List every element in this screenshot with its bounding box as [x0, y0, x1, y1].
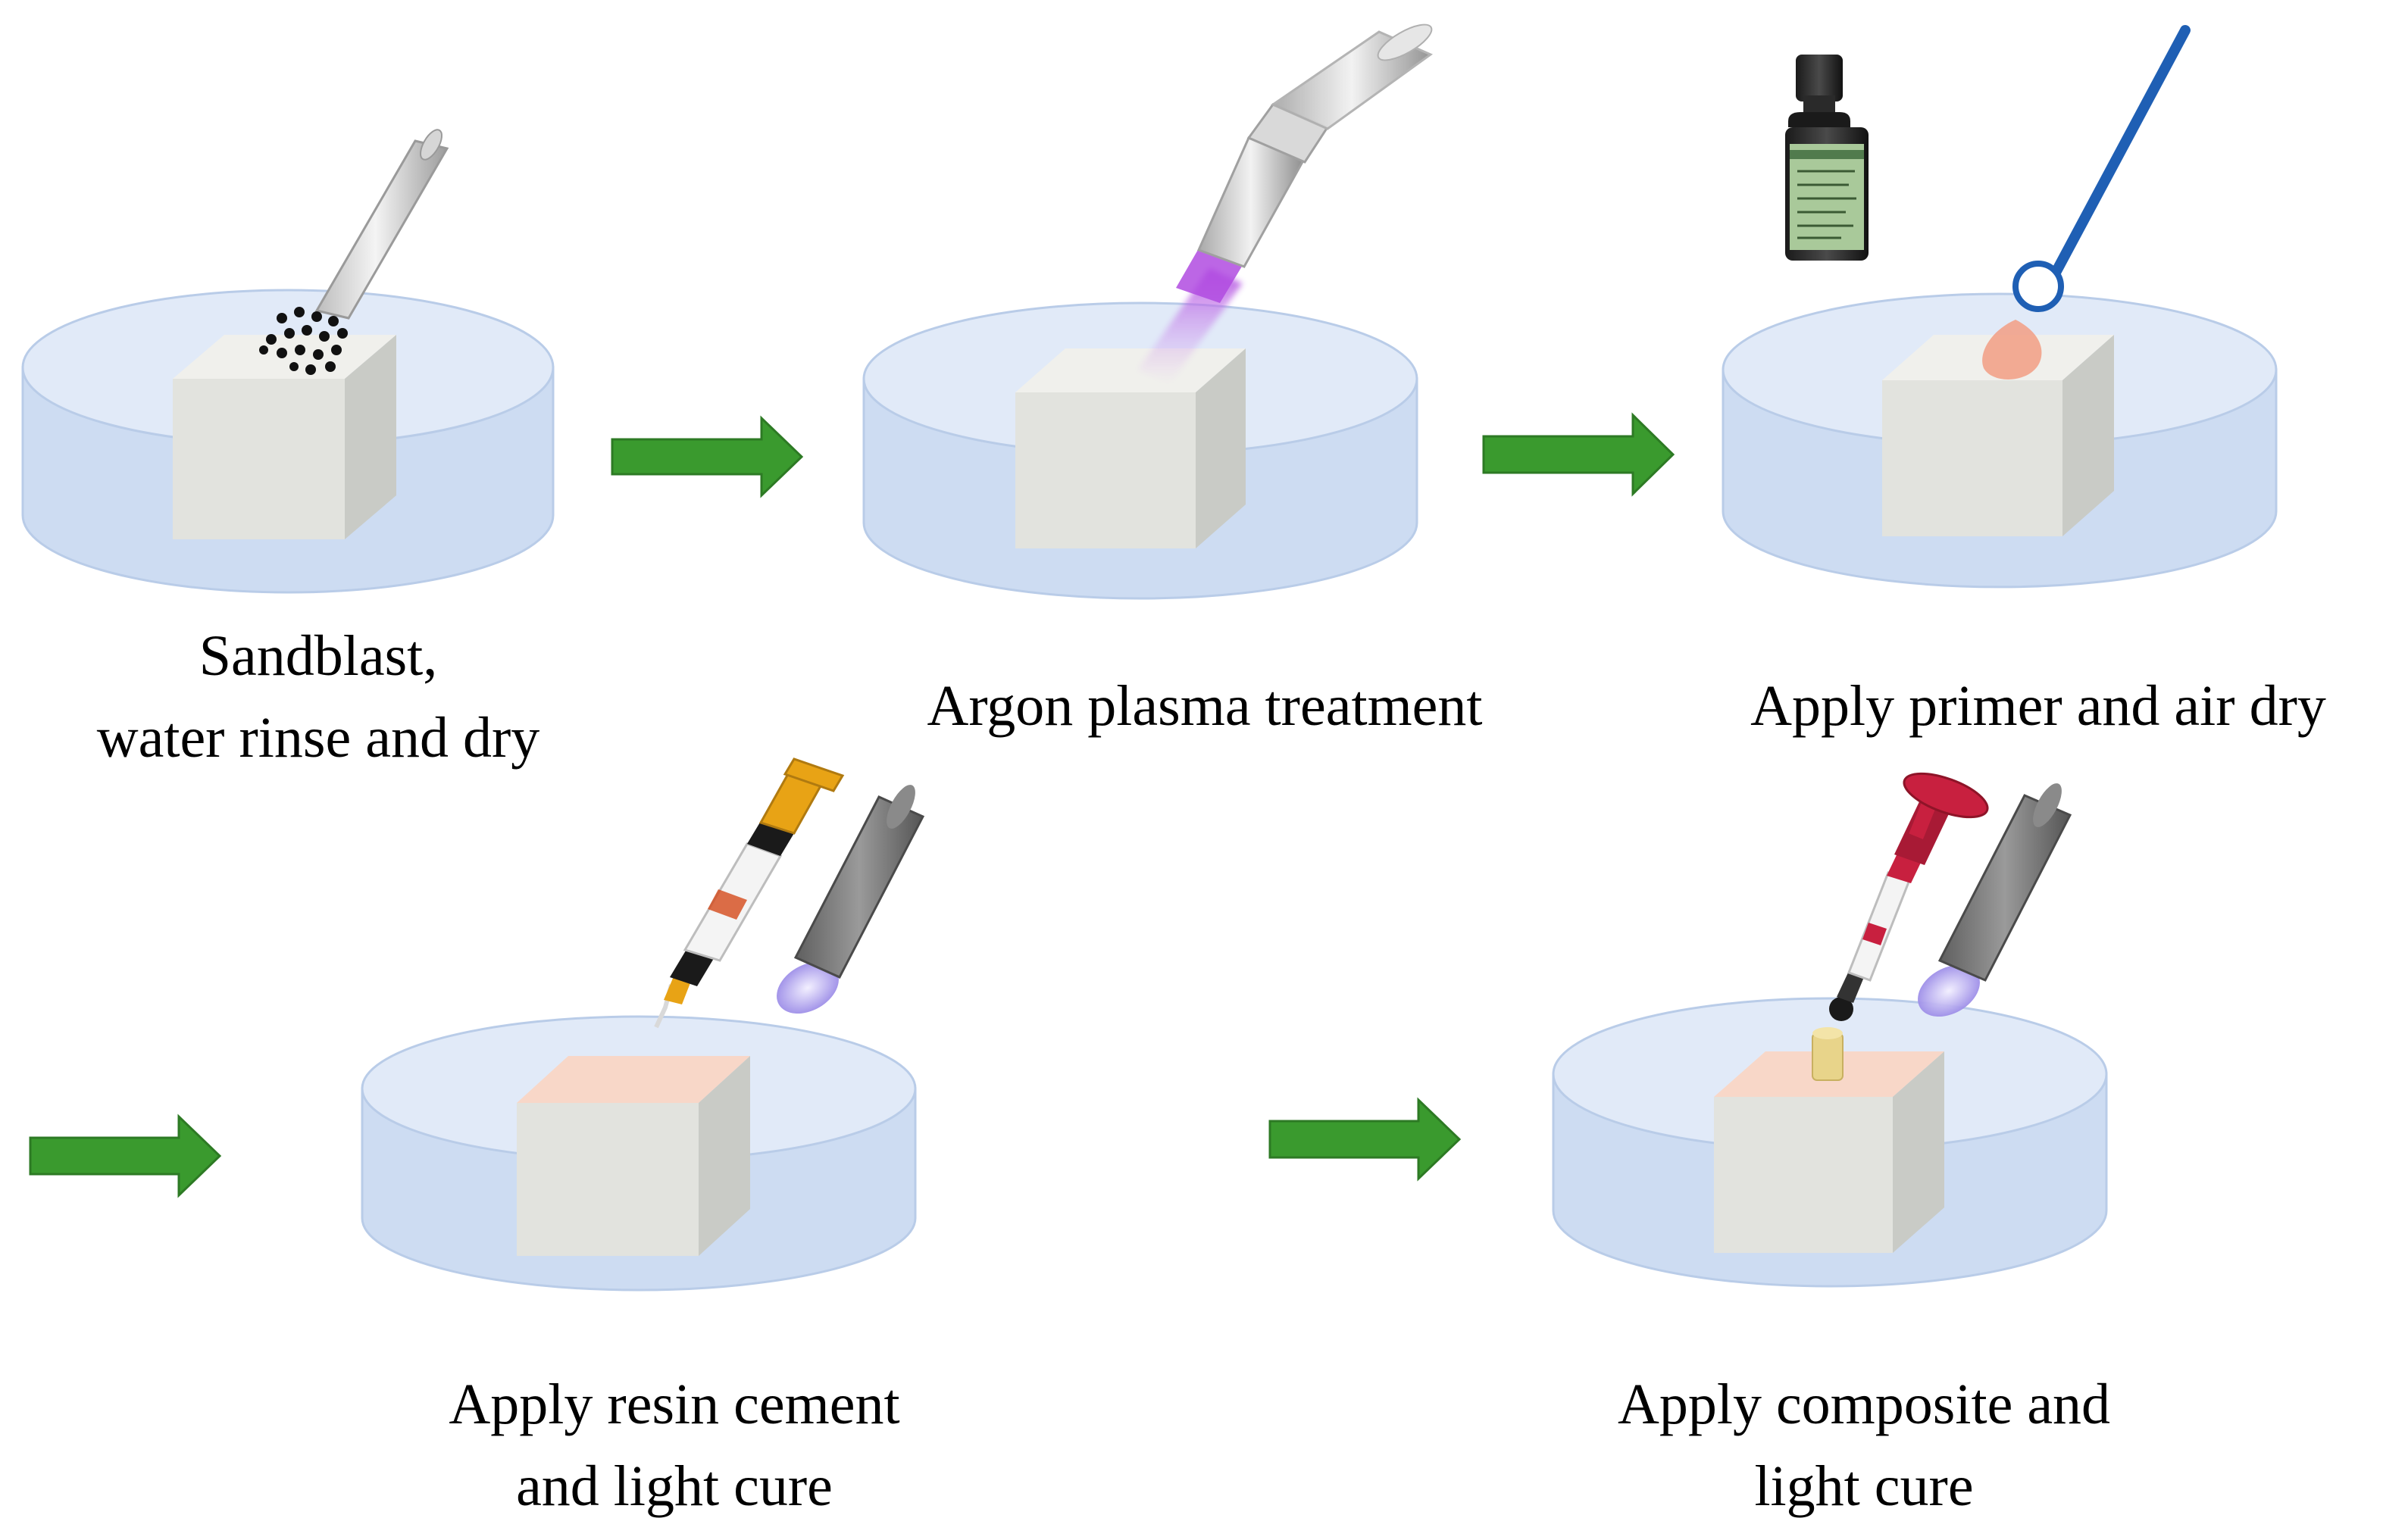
curing-light-icon: [777, 785, 925, 1014]
sandblast-nozzle-icon: [314, 129, 449, 320]
step-plasma-label: Argon plasma treatment: [841, 665, 1568, 747]
step-sandblast-scene: [21, 129, 555, 594]
composite-syringe-icon: [1829, 772, 1989, 1021]
plasma-torch-icon: [1138, 23, 1434, 383]
label-line: Apply primer and air dry: [1750, 674, 2326, 738]
arrow-right-icon: [1268, 1097, 1462, 1182]
step-composite-scene: [1552, 772, 2108, 1288]
applicator-brush-icon: [2012, 25, 2191, 312]
step-plasma-scene: [862, 23, 1434, 600]
curing-light-icon: [1918, 783, 2072, 1017]
label-line: Argon plasma treatment: [927, 674, 1483, 738]
label-line: Apply resin cement: [449, 1373, 900, 1436]
zirconia-block: [1015, 348, 1246, 548]
arrow-right-icon: [29, 1114, 222, 1198]
cement-syringe-icon: [654, 758, 845, 1029]
step-composite-label: Apply composite and light cure: [1508, 1364, 2220, 1527]
zirconia-block: [1882, 335, 2114, 536]
primer-bottle-icon: [1785, 55, 1869, 261]
step-sandblast-label: Sandblast, water rinse and dry: [23, 615, 614, 779]
specimen-dish: [1722, 292, 2278, 589]
label-line: Sandblast,: [199, 624, 438, 688]
step-resin-cement-label: Apply resin cement and light cure: [349, 1364, 1000, 1527]
label-line: light cure: [1754, 1454, 1974, 1518]
label-line: water rinse and dry: [96, 706, 540, 770]
zirconia-block: [173, 335, 396, 539]
arrow-right-icon: [611, 415, 804, 498]
zirconia-block: [517, 1056, 750, 1256]
step-resin-cement-scene: [361, 758, 925, 1292]
label-line: and light cure: [516, 1454, 833, 1518]
step-primer-label: Apply primer and air dry: [1705, 665, 2372, 747]
composite-cylinder: [1812, 1027, 1844, 1081]
label-line: Apply composite and: [1617, 1373, 2111, 1436]
step-primer-scene: [1722, 25, 2278, 589]
arrow-right-icon: [1482, 412, 1675, 497]
zirconia-block: [1714, 1051, 1944, 1253]
grit-particles-icon: [259, 307, 348, 375]
primer-drop: [1982, 320, 2042, 380]
